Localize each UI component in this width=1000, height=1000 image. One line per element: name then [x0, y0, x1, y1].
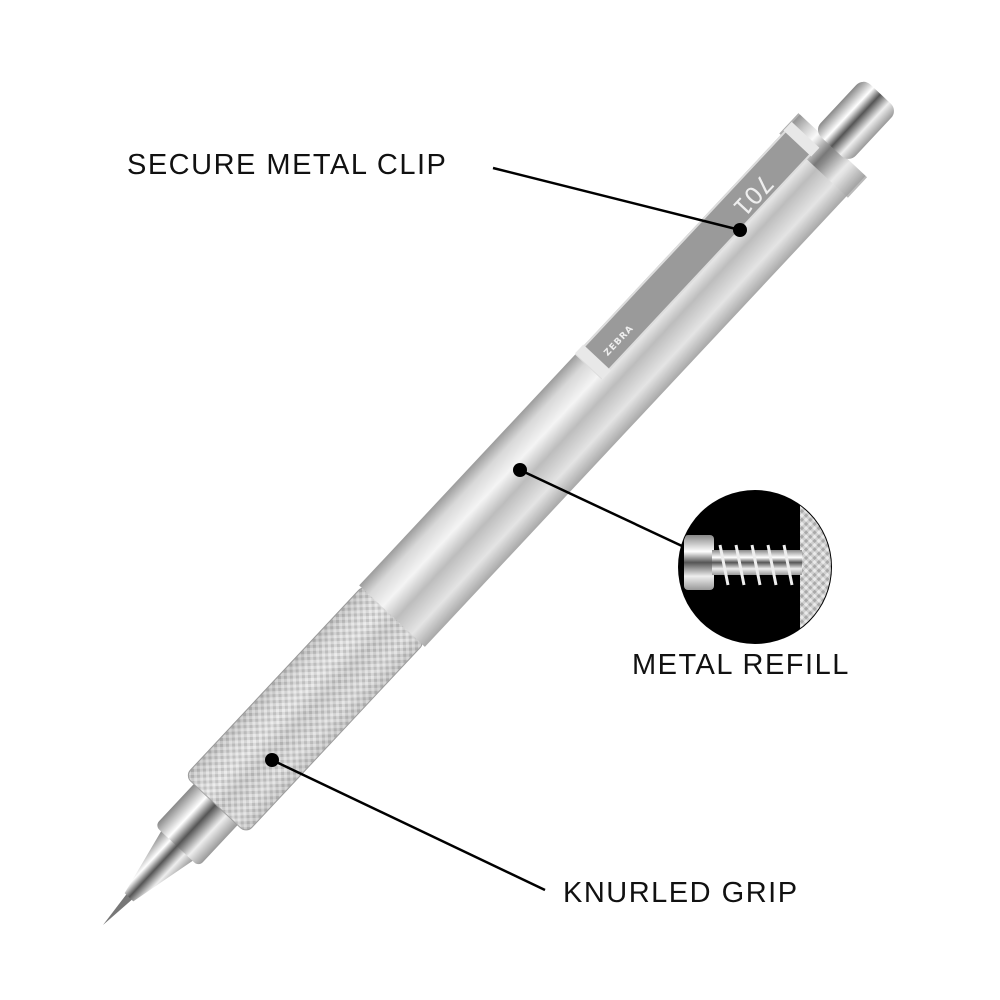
refill-label: METAL REFILL [632, 649, 850, 681]
pen-cone [124, 829, 195, 902]
clip-leader-line [492, 166, 741, 232]
refill-leader-line [519, 468, 683, 548]
grip-leader-line [271, 758, 546, 892]
pen: ZEBRA 701 [103, 78, 898, 925]
callout-leaders [271, 166, 741, 892]
pen-barrel [359, 114, 866, 647]
refill-head [684, 535, 714, 590]
push-button[interactable] [814, 78, 898, 163]
grip-label: KNURLED GRIP [563, 877, 799, 909]
refill-callout-dot [513, 463, 527, 477]
clip-callout-dot [733, 223, 747, 237]
spring-icon [718, 544, 794, 586]
clip-label: SECURE METAL CLIP [127, 149, 448, 181]
refill-inset [678, 490, 832, 644]
pen-tip [103, 893, 134, 925]
grip-callout-dot [265, 753, 279, 767]
